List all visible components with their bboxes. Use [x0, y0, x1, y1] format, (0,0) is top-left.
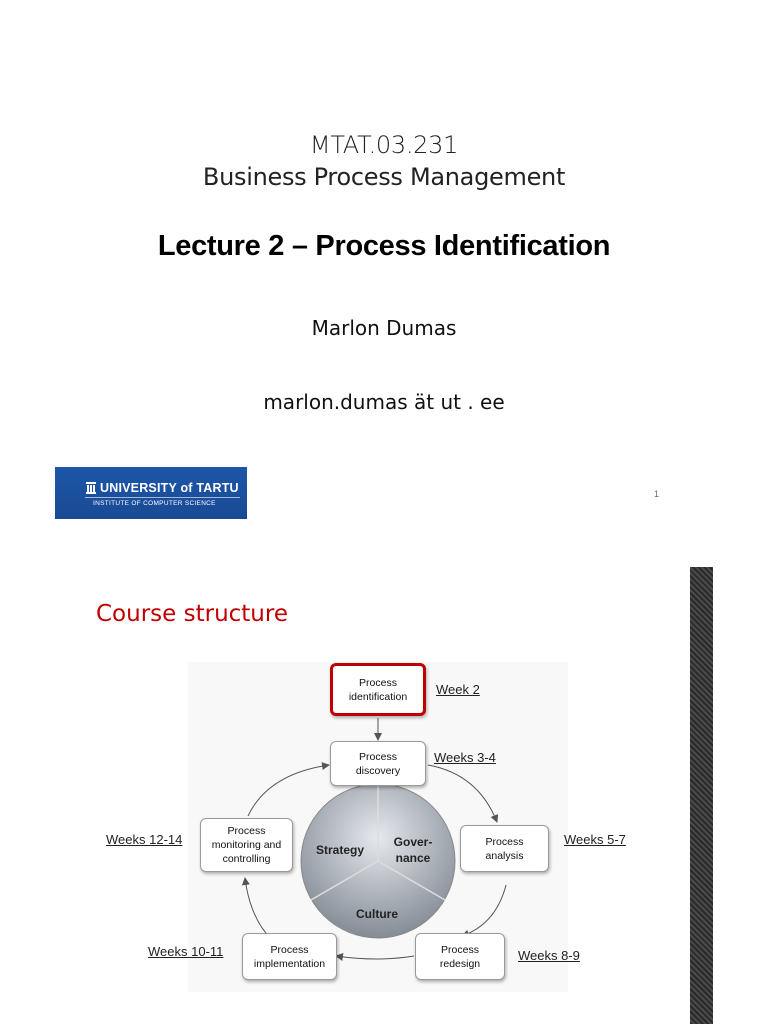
week-label-redesign: Weeks 8-9 — [518, 948, 580, 963]
author-name: Marlon Dumas — [311, 316, 457, 340]
course-name: Business Process Management — [202, 163, 566, 191]
node-label: Process monitoring and controlling — [211, 825, 282, 865]
center-label-governance: Gover- nance — [393, 835, 433, 865]
slide-number: 1 — [654, 489, 660, 499]
university-crest-icon — [86, 482, 96, 494]
node-process-identification: Process identification — [330, 663, 426, 716]
author-email: marlon.dumas ät ut . ee — [263, 390, 505, 414]
slide-title: Course structure — [96, 601, 288, 627]
course-structure-slide: Course structure — [0, 545, 768, 1024]
node-label: Process identification — [348, 676, 408, 703]
implementation-to-monitoring-arrow — [241, 877, 273, 941]
redesign-to-implementation-arrow — [335, 953, 415, 961]
week-label-discovery: Weeks 3-4 — [434, 750, 496, 765]
node-label: Process discovery — [355, 750, 401, 777]
node-label: Process analysis — [485, 835, 524, 862]
node-process-discovery: Process discovery — [330, 741, 426, 786]
week-label-implementation: Weeks 10-11 — [148, 944, 224, 959]
monitoring-to-discovery-arrow — [247, 762, 330, 817]
node-process-analysis: Process analysis — [460, 825, 549, 872]
diagram-graphics — [241, 718, 507, 961]
logo-text: UNIVERSITY of TARTU — [100, 481, 239, 495]
decorative-side-bar — [690, 567, 713, 1024]
center-label-strategy: Strategy — [316, 843, 365, 857]
bpm-lifecycle-diagram: Strategy Gover- nance Culture Process id… — [188, 662, 568, 992]
node-process-redesign: Process redesign — [415, 933, 505, 980]
disc-divider-right — [377, 860, 446, 901]
discovery-to-analysis-arrow — [427, 764, 499, 823]
analysis-to-redesign-arrow — [461, 884, 507, 938]
title-slide: MTAT.03.231 Business Process Management … — [55, 131, 660, 519]
node-process-implementation: Process implementation — [242, 933, 337, 980]
disc-divider-left — [310, 860, 379, 901]
logo-subtext: INSTITUTE OF COMPUTER SCIENCE — [93, 500, 216, 507]
week-label-identification: Week 2 — [436, 682, 480, 697]
course-code: MTAT.03.231 — [309, 131, 459, 159]
lecture-title: Lecture 2 – Process Identification — [157, 230, 611, 262]
week-label-analysis: Weeks 5-7 — [564, 832, 626, 847]
university-logo: UNIVERSITY of TARTU INSTITUTE OF COMPUTE… — [55, 467, 247, 519]
center-label-culture: Culture — [356, 907, 398, 921]
logo-divider — [85, 497, 240, 498]
node-label: Process redesign — [439, 943, 481, 970]
week-label-monitoring: Weeks 12-14 — [106, 832, 183, 847]
node-process-monitoring: Process monitoring and controlling — [200, 818, 293, 872]
node-label: Process implementation — [253, 943, 326, 970]
